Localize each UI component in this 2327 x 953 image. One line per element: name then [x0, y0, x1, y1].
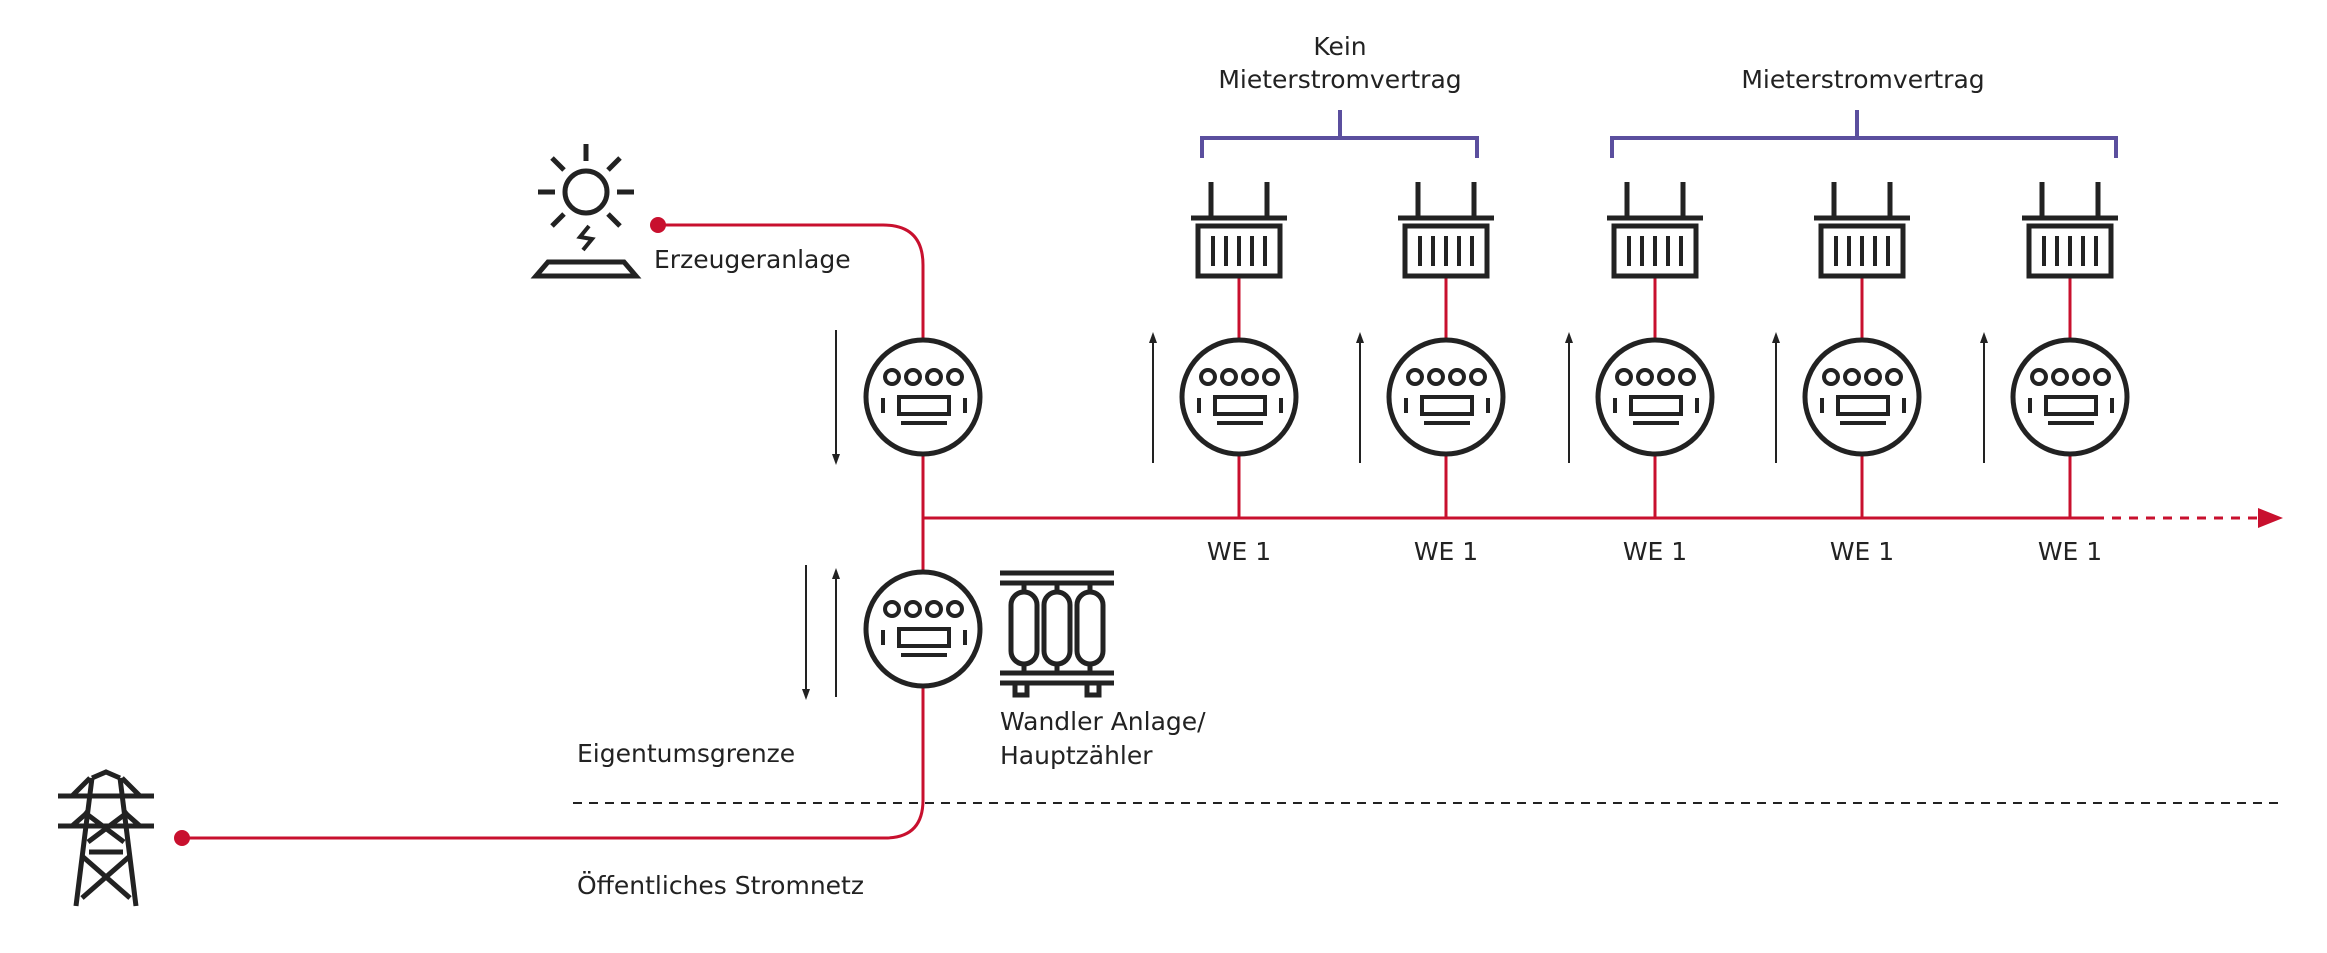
main-meter-flow-arrows	[802, 565, 840, 700]
no-contract-label-line1: Kein	[1313, 32, 1366, 61]
unit-branch-lines	[1237, 278, 2072, 518]
radiator-icon	[1398, 182, 1494, 276]
unit-label: WE 1	[1830, 537, 1894, 566]
unit-label: WE 1	[1623, 537, 1687, 566]
generator-line	[658, 223, 925, 340]
power-lines	[182, 223, 2260, 840]
consumption-flow-arrow	[1564, 331, 1574, 464]
transformer-icon	[1000, 570, 1114, 698]
unit-1: WE 1	[1148, 182, 1296, 566]
bracket-contract	[1610, 110, 2118, 158]
unit-3: WE 1	[1564, 182, 1712, 566]
radiator-icon	[1607, 182, 1703, 276]
consumption-flow-arrow	[1979, 331, 1989, 464]
consumption-flow-arrow	[1355, 331, 1365, 464]
bracket-no-contract	[1200, 110, 1479, 158]
unit-4: WE 1	[1771, 182, 1919, 566]
radiator-icon	[2022, 182, 2118, 276]
electricity-meter-icon	[1598, 340, 1712, 454]
unit-label: WE 1	[1414, 537, 1478, 566]
transformer-label-line2: Hauptzähler	[1000, 741, 1153, 770]
unit-label: WE 1	[2038, 537, 2102, 566]
generator-flow-arrow	[832, 330, 840, 465]
consumption-flow-arrow	[1148, 331, 1158, 464]
generator-meter-icon	[866, 340, 980, 454]
generator-connection-dot	[650, 217, 666, 233]
contract-label: Mieterstromvertrag	[1741, 65, 1984, 94]
radiator-icon	[1814, 182, 1910, 276]
unit-2: WE 1	[1355, 182, 1503, 566]
generator-label: Erzeugeranlage	[654, 245, 851, 274]
consumption-flow-arrow	[1771, 331, 1781, 464]
power-pylon-icon	[58, 769, 154, 907]
unit-label: WE 1	[1207, 537, 1271, 566]
residential-units: WE 1 WE 1 WE 1 WE 1 WE 1	[1148, 182, 2127, 566]
electricity-meter-icon	[2013, 340, 2127, 454]
main-meter-icon	[866, 572, 980, 686]
electricity-meter-icon	[1389, 340, 1503, 454]
transformer-label-line1: Wandler Anlage/	[1000, 707, 1206, 736]
radiator-icon	[1191, 182, 1287, 276]
electricity-meter-icon	[1805, 340, 1919, 454]
bus-arrowhead	[2258, 508, 2283, 528]
grid-connection-dot	[174, 830, 190, 846]
property-boundary-label: Eigentumsgrenze	[577, 739, 795, 768]
grid-line	[182, 686, 925, 840]
unit-5: WE 1	[1979, 182, 2127, 566]
no-contract-label-line2: Mieterstromvertrag	[1218, 65, 1461, 94]
public-grid-label: Öffentliches Stromnetz	[577, 871, 864, 900]
solar-panel-icon	[530, 144, 642, 279]
electricity-meter-icon	[1182, 340, 1296, 454]
